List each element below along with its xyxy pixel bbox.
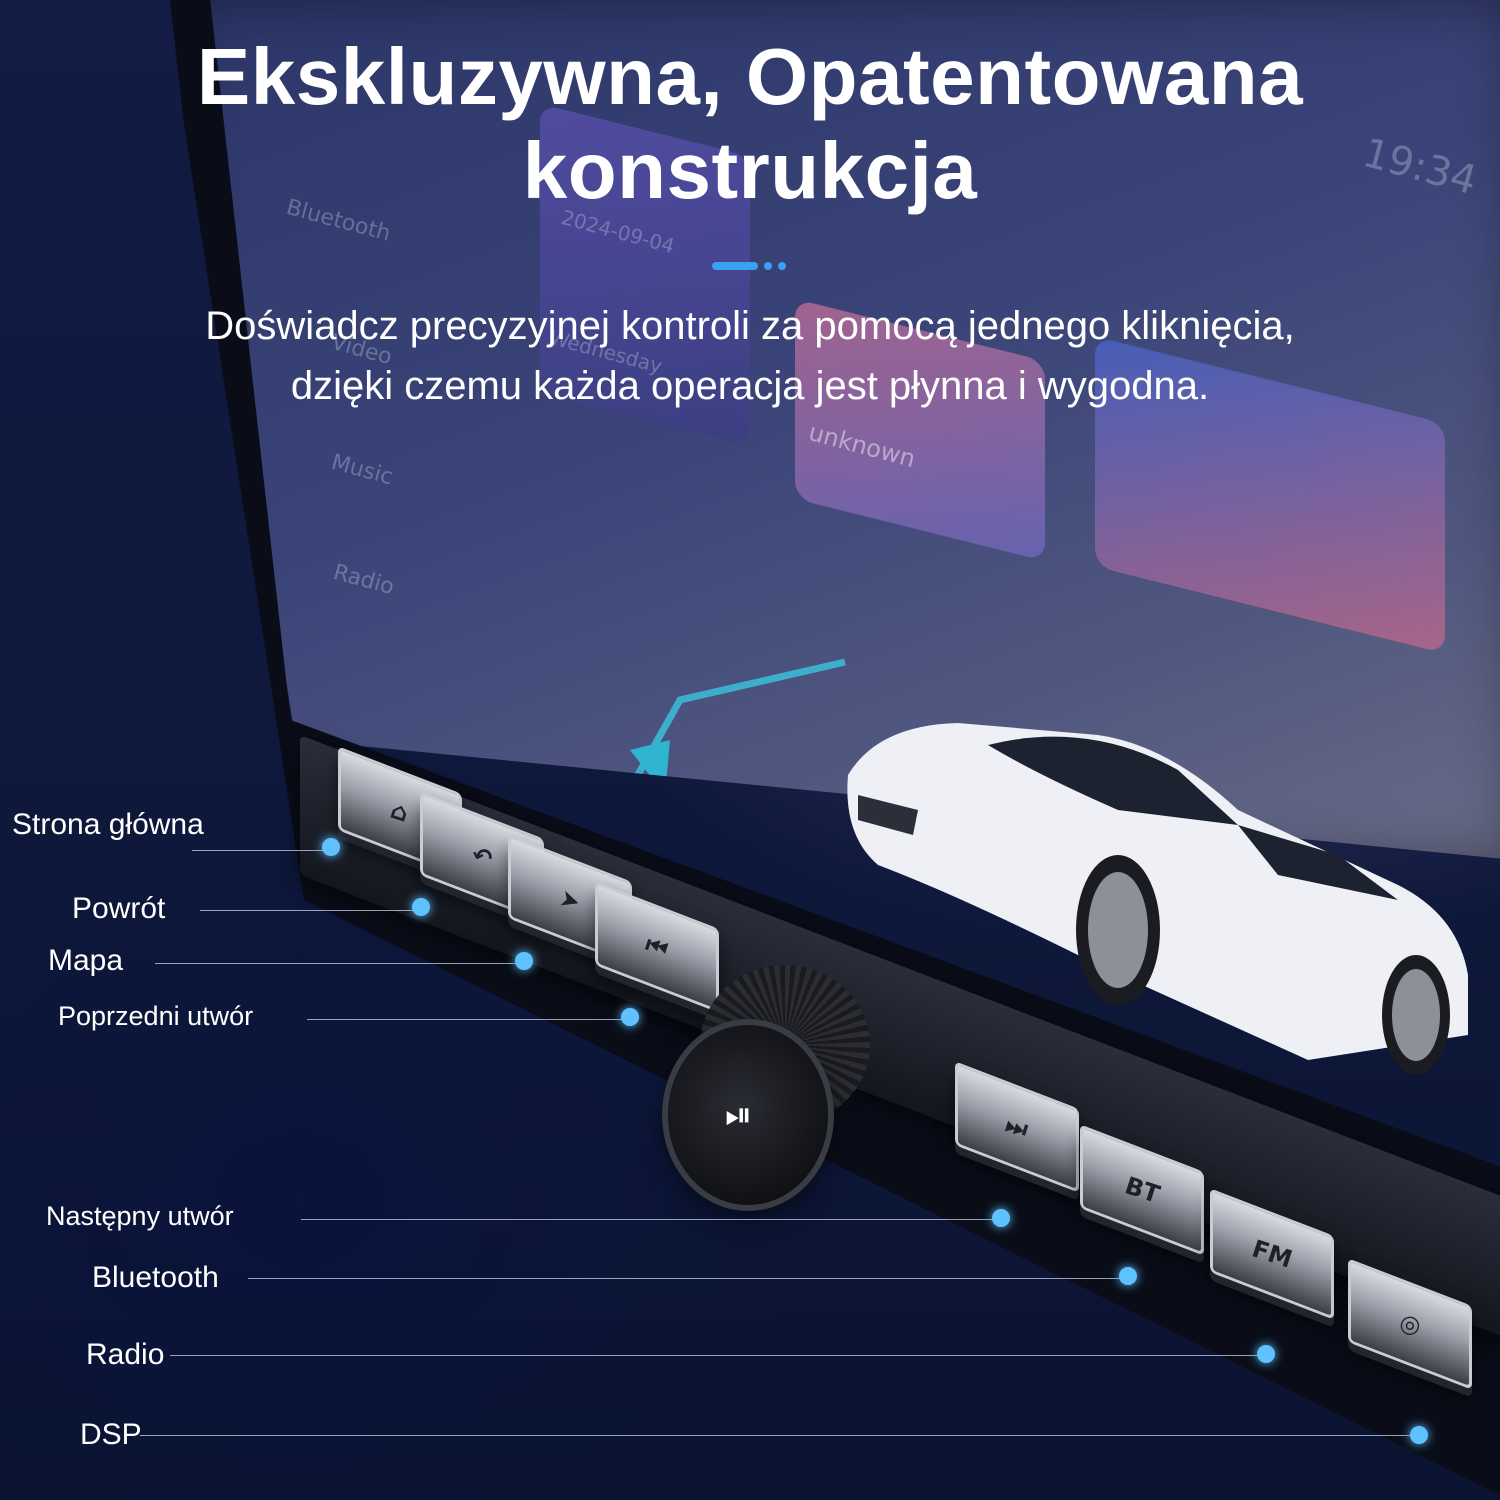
callout-pin-dsp (1410, 1426, 1428, 1444)
callout-line-dsp (140, 1435, 1418, 1436)
page-title: Ekskluzywna, Opatentowana konstrukcja (0, 30, 1500, 218)
divider-bar (712, 262, 758, 270)
callout-home: Strona główna (12, 808, 204, 841)
page-subtitle: Doświadcz precyzyjnej kontroli za pomocą… (0, 296, 1500, 416)
callout-next: Następny utwór (46, 1201, 234, 1231)
title-divider (712, 262, 786, 270)
title-line-1: Ekskluzywna, Opatentowana (196, 32, 1304, 121)
play-pause-knob[interactable] (668, 1025, 828, 1205)
bluetooth-button-label: BT (1121, 1171, 1163, 1209)
callout-dsp: DSP (80, 1418, 142, 1451)
car-illustration (847, 723, 1468, 1075)
home-icon: ⌂ (387, 796, 413, 828)
callout-pin-bluetooth (1119, 1267, 1137, 1285)
divider-dot (764, 262, 772, 270)
callout-pin-previous (621, 1008, 639, 1026)
title-line-2: konstrukcja (522, 126, 978, 215)
callout-line-map (155, 963, 523, 964)
callout-pin-back (412, 898, 430, 916)
callout-line-previous (307, 1019, 629, 1020)
callout-line-bluetooth (248, 1278, 1126, 1279)
subtitle-line-2: dzięki czemu każda operacja jest płynna … (290, 364, 1210, 408)
callout-line-next (301, 1219, 1001, 1220)
callout-bluetooth: Bluetooth (92, 1261, 219, 1294)
screen-menu-music: Music (328, 450, 396, 491)
radio-button-label: FM (1248, 1234, 1296, 1274)
dsp-icon: ◎ (1395, 1307, 1425, 1341)
callout-pin-next (992, 1209, 1010, 1227)
device-screen: Bluetooth Video Music Radio 2024-09-04 W… (175, 0, 1500, 860)
callout-pin-radio (1257, 1345, 1275, 1363)
navigation-icon: ➤ (556, 883, 584, 917)
play-pause-icon: ⏯ (725, 1095, 753, 1135)
next-track-icon: ⏭ (1002, 1110, 1032, 1144)
callout-radio: Radio (86, 1338, 165, 1371)
callout-previous: Poprzedni utwór (58, 1001, 254, 1031)
callout-line-radio (170, 1355, 1265, 1356)
callout-line-back (200, 910, 420, 911)
previous-track-icon: ⏮ (642, 930, 672, 964)
callout-map: Mapa (48, 944, 124, 977)
subtitle-line-1: Doświadcz precyzyjnej kontroli za pomocą… (205, 304, 1295, 348)
screen-menu-radio: Radio (330, 560, 397, 601)
back-arrow-icon: ↶ (468, 840, 496, 874)
callout-pin-map (515, 952, 533, 970)
divider-dot (778, 262, 786, 270)
callout-back: Powrót (72, 892, 166, 925)
callout-line-home (192, 850, 330, 851)
callout-pin-home (322, 838, 340, 856)
